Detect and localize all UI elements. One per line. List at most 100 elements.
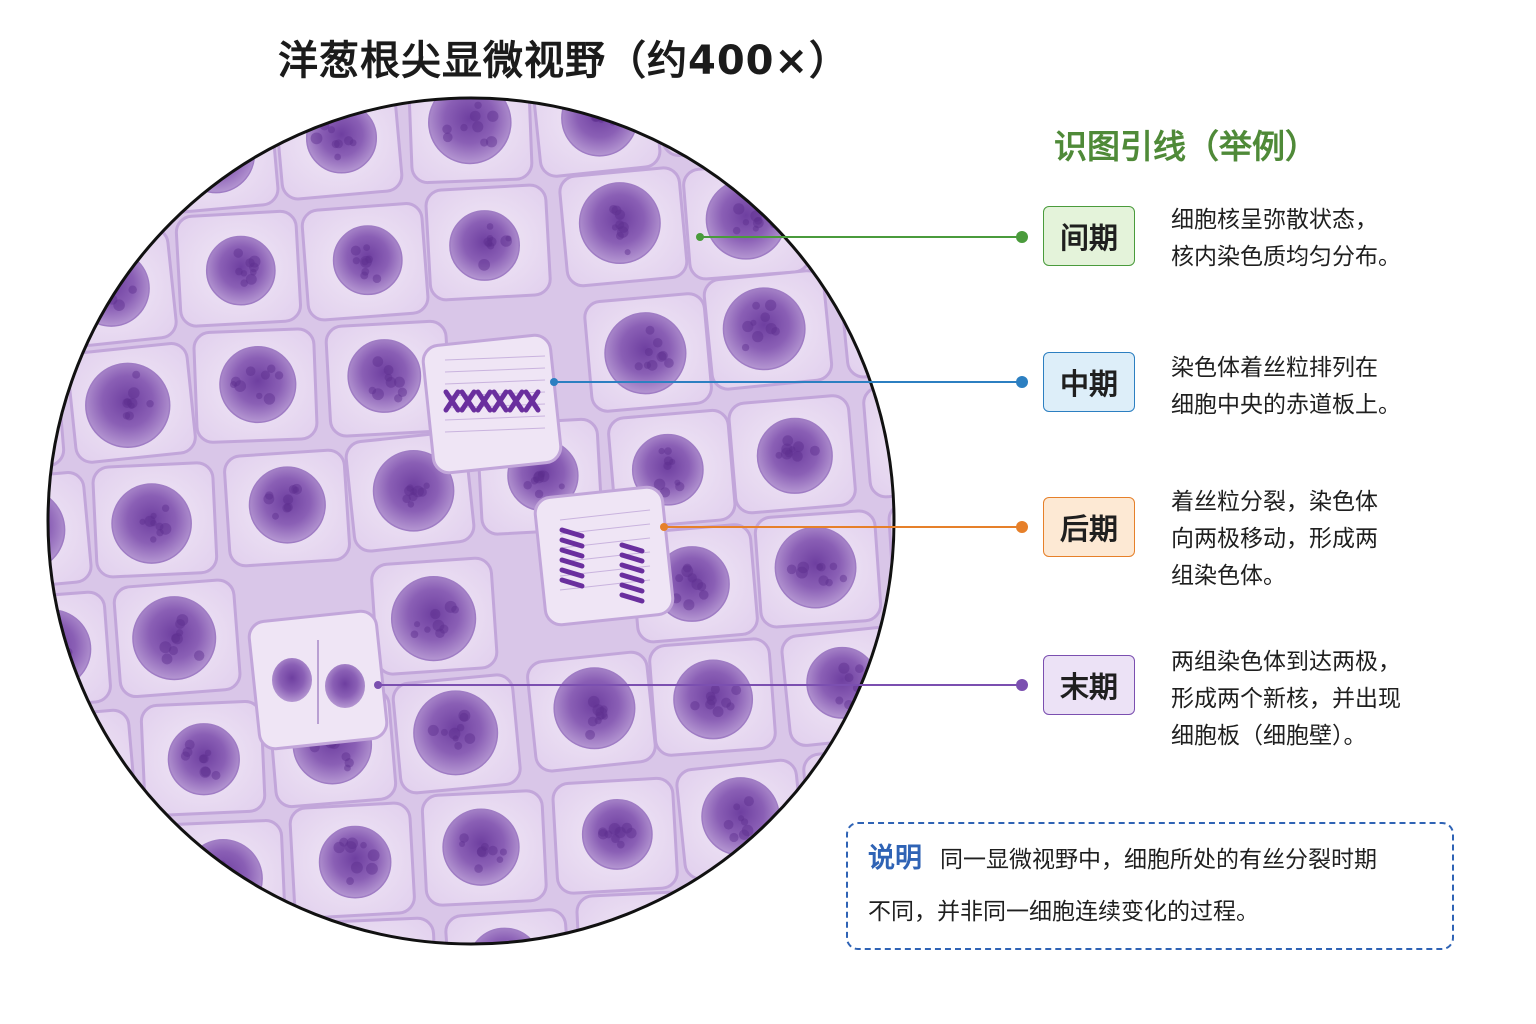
- chromatin-spot: [1111, 790, 1119, 798]
- chromatin-spot: [752, 330, 764, 343]
- chromatin-spot: [37, 52, 44, 59]
- chromatin-spot: [384, 985, 391, 992]
- chromatin-spot: [1256, 757, 1262, 763]
- chromatin-spot: [499, 848, 507, 856]
- chromatin-spot: [10, 503, 18, 511]
- chromatin-spot: [944, 652, 955, 663]
- nucleus: [413, 690, 499, 776]
- chromatin-spot: [282, 503, 292, 513]
- chromatin-spot: [139, 518, 146, 525]
- chromatin-spot: [333, 841, 345, 854]
- chromatin-spot: [415, 0, 425, 2]
- chromatin-spot: [629, 961, 636, 968]
- chromatin-spot: [615, 945, 624, 954]
- chromatin-spot: [128, 1001, 135, 1008]
- chromatin-spot: [609, 205, 618, 214]
- chromatin-spot: [865, 809, 874, 818]
- chromatin-spot: [1116, 178, 1124, 186]
- cell: [48, 354, 66, 475]
- nucleus: [148, 0, 228, 77]
- chromatin-spot: [274, 371, 284, 380]
- chromatin-spot: [472, 121, 484, 133]
- chromatin-spot: [931, 553, 937, 559]
- nucleus: [318, 825, 392, 899]
- chromatin-spot: [334, 139, 343, 149]
- chromosome: [619, 542, 645, 554]
- cell: [48, 226, 178, 349]
- chromatin-spot: [922, 300, 933, 311]
- nucleus: [167, 723, 240, 796]
- chromatin-spot: [523, 481, 532, 490]
- chromatin-spot: [595, 711, 605, 721]
- chromatin-spot: [902, 307, 909, 314]
- chromatin-spot: [793, 441, 804, 453]
- desc-line: 核内染色质均匀分布。: [1171, 244, 1401, 270]
- chromatin-spot: [500, 235, 512, 247]
- chromatin-spot: [1120, 775, 1130, 785]
- cell: [763, 0, 893, 22]
- chromosome: [559, 547, 585, 559]
- chromatin-spot: [634, 362, 643, 371]
- chromatin-spot: [272, 1003, 279, 1010]
- chromatin-spot: [978, 90, 988, 100]
- chromatin-spot: [128, 387, 140, 399]
- chromatin-spot: [442, 124, 452, 134]
- chromatin-spot: [230, 376, 241, 387]
- cell: [48, 708, 138, 830]
- chromatin-spot: [702, 112, 714, 123]
- nucleus: [347, 339, 422, 413]
- chromatin-spot: [427, 724, 439, 736]
- chromatin-spot: [310, 132, 323, 145]
- chromatin-spot: [910, 321, 922, 333]
- chromatin-spot: [184, 739, 195, 750]
- chromatin-spot: [176, 614, 189, 626]
- chromatin-spot: [459, 712, 469, 722]
- chromatin-spot: [182, 747, 193, 757]
- nucleus: [111, 483, 192, 564]
- chromatin-spot: [879, 323, 887, 331]
- chromatin-spot: [1023, 306, 1029, 312]
- nucleus: [90, 976, 169, 1024]
- chromatin-spot: [980, 788, 988, 796]
- chromatin-spot: [344, 136, 354, 146]
- chromatin-spot: [848, 83, 859, 94]
- chromatin-spot: [435, 628, 445, 638]
- leader-end-dot: [1016, 231, 1028, 243]
- chromatin-spot: [795, 566, 808, 579]
- chromatin-spot: [260, 1009, 267, 1016]
- chromatin-spot: [240, 270, 248, 277]
- chromatin-spot: [198, 754, 208, 764]
- desc-line: 两组染色体到达两极，: [1171, 649, 1401, 675]
- chromatin-spot: [1109, 777, 1120, 788]
- chromatin-spot: [486, 223, 494, 230]
- chromatin-spot: [839, 574, 848, 583]
- chromatin-spot: [1104, 59, 1111, 66]
- desc-line: 向两极移动，形成两: [1171, 526, 1378, 552]
- nucleus: [442, 808, 520, 886]
- chromatin-spot: [478, 258, 491, 271]
- chromatin-spot: [288, 484, 298, 494]
- chromatin-spot: [483, 237, 493, 247]
- chromatin-spot: [594, 717, 602, 725]
- chromatin-spot: [249, 268, 257, 276]
- chromatin-spot: [964, 83, 973, 92]
- chromatin-spot: [367, 849, 380, 862]
- chromatin-spot: [199, 766, 211, 778]
- cell: [658, 98, 785, 157]
- nucleus: [85, 362, 171, 449]
- spindle-fiber: [559, 551, 651, 563]
- chromatin-spot: [1047, 422, 1058, 433]
- chromatin-spot: [496, 856, 504, 863]
- chromatin-spot: [758, 928, 770, 940]
- chromatin-spot: [712, 706, 724, 718]
- chromatin-spot: [444, 600, 457, 613]
- nucleus: [891, 397, 894, 476]
- chromatin-spot: [311, 34, 321, 44]
- chromatin-spot: [838, 802, 847, 811]
- chromatin-spot: [920, 437, 928, 445]
- daughter-nucleus: [272, 658, 312, 702]
- chromatin-spot: [614, 209, 626, 220]
- chromatin-spot: [249, 262, 259, 273]
- chromatin-spot: [664, 358, 674, 368]
- chromatin-spot: [925, 313, 935, 323]
